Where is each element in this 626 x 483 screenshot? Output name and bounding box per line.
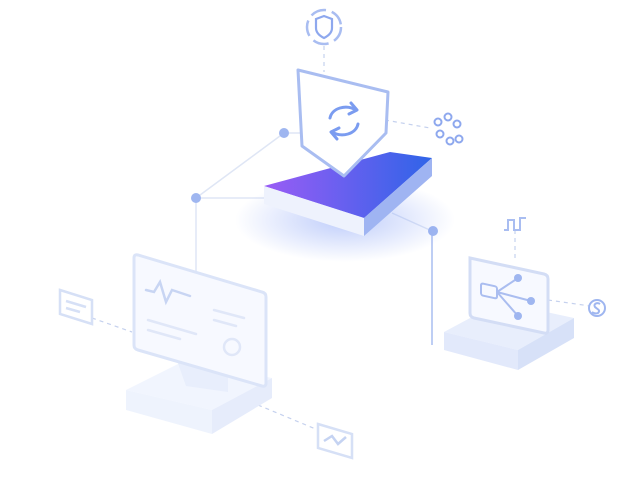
node-left: [191, 193, 201, 203]
square-wave-icon: [504, 217, 526, 231]
network-panel-icon: [468, 256, 550, 335]
platform-left-side: [264, 186, 364, 236]
coin-icon: [588, 299, 606, 317]
monitor-screen: [132, 253, 268, 388]
monitor-dashboard-icon: [132, 253, 268, 392]
message-card-icon: [58, 288, 94, 326]
dash-coin: [547, 299, 591, 307]
platform-top: [264, 152, 432, 218]
dash-message: [91, 317, 133, 333]
dash-dots: [384, 119, 431, 129]
dots-cluster-icon: [433, 112, 464, 146]
dashed-lines: [91, 46, 591, 431]
platform-right-side: [364, 158, 432, 236]
shield-sync-icon: [296, 68, 390, 178]
line-chart-card-icon: [316, 422, 354, 460]
security-badge-icon: [305, 8, 343, 46]
sync-arrows-icon: [328, 101, 360, 141]
center-platform: [264, 152, 432, 236]
line-hub-left: [195, 132, 285, 199]
dash-chart: [257, 404, 319, 431]
node-hub: [279, 128, 289, 138]
